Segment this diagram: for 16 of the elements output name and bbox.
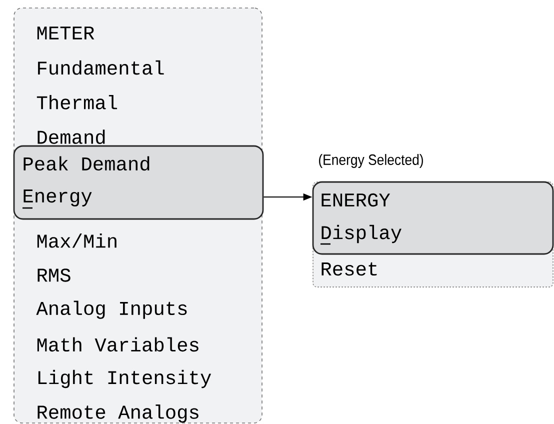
menu-item: Display — [322, 224, 402, 244]
menu-item: METER — [37, 26, 94, 40]
menu-item: Max/Min — [37, 233, 116, 248]
menu-item: Demand — [38, 130, 105, 144]
menu-item: Remote Analogs — [38, 404, 198, 423]
menu-item: Fundamental — [38, 60, 164, 75]
menu-item: Energy — [24, 190, 92, 206]
menu-item: Light Intensity — [38, 370, 212, 388]
menu-item: RMS — [38, 268, 70, 282]
menu-item: Math Variables — [37, 337, 198, 352]
menu-item: Analog Inputs — [36, 300, 187, 319]
menu-item: ENERGY — [322, 193, 390, 207]
menu-item: Thermal — [36, 95, 118, 110]
menu-item: Peak Demand — [24, 156, 150, 171]
node-label: (Energy Selected) — [319, 154, 423, 168]
menu-item: Reset — [322, 262, 377, 276]
